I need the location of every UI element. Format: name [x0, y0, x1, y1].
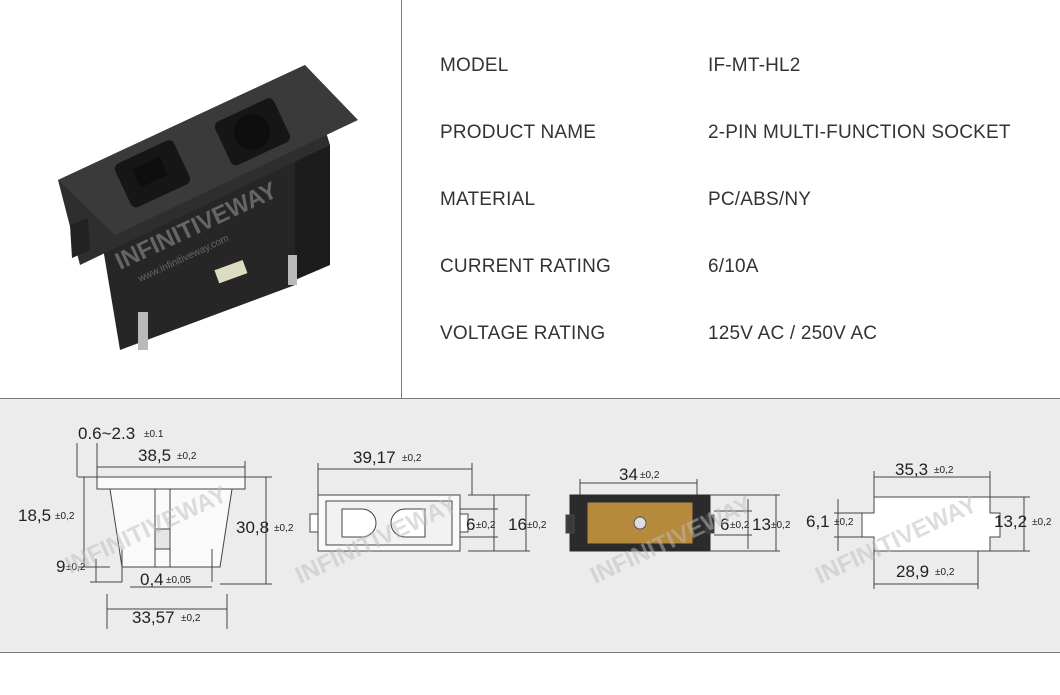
- dim-cutout-width: 35,3: [895, 460, 928, 479]
- spec-label: PRODUCT NAME: [440, 122, 597, 143]
- dim-side-height: 30,8: [236, 518, 269, 537]
- dim-top-height: 16: [508, 515, 527, 534]
- dim-side-pin: 9: [56, 557, 65, 576]
- spec-label: MODEL: [440, 55, 509, 76]
- dim-cutout-base-tol: ±0,2: [935, 567, 955, 578]
- dim-top-height-tol: ±0,2: [527, 520, 547, 531]
- dim-cutout-base: 28,9: [896, 562, 929, 581]
- bottom-view-drawing: [565, 479, 780, 552]
- section-divider: [401, 0, 402, 398]
- dim-top-width: 39,17: [353, 448, 396, 467]
- dim-side-pin-tol: ±0,2: [66, 562, 86, 573]
- spec-value: 2-PIN MULTI-FUNCTION SOCKET: [708, 122, 1011, 143]
- spec-value: IF-MT-HL2: [708, 55, 801, 76]
- dim-bottom-height-tol: ±0,2: [771, 520, 791, 531]
- dim-side-thickness: 0,4: [140, 570, 164, 589]
- dim-bottom-height: 13: [752, 515, 771, 534]
- dim-side-offset: 0.6~2.3: [78, 424, 135, 443]
- dim-cutout-tab-tol: ±0,2: [834, 517, 854, 528]
- dim-side-width-tol: ±0,2: [177, 451, 197, 462]
- spec-label: VOLTAGE RATING: [440, 323, 606, 344]
- dim-top-tab-tol: ±0,2: [476, 520, 496, 531]
- dimension-drawings: 0.6~2.3 ±0.1 38,5 ±0,2 18,5 ±0,2 30,8 ±0…: [18, 424, 1052, 629]
- dim-side-base: 33,57: [132, 608, 175, 627]
- top-view-drawing: [309, 463, 530, 552]
- dim-bottom-tab: 6: [720, 515, 729, 534]
- dim-top-width-tol: ±0,2: [402, 453, 422, 464]
- dim-side-width: 38,5: [138, 446, 171, 465]
- spec-label: MATERIAL: [440, 189, 536, 210]
- dim-cutout-height-tol: ±0,2: [1032, 517, 1052, 528]
- dim-cutout-width-tol: ±0,2: [934, 465, 954, 476]
- spec-label: CURRENT RATING: [440, 256, 611, 277]
- dim-cutout-tab: 6,1: [806, 512, 830, 531]
- dim-side-offset-tol: ±0.1: [144, 429, 164, 440]
- spec-value: PC/ABS/NY: [708, 189, 812, 210]
- dim-side-thickness-tol: ±0,05: [166, 575, 191, 586]
- dim-side-base-tol: ±0,2: [181, 613, 201, 624]
- dim-side-depth-tol: ±0,2: [55, 511, 75, 522]
- dim-top-tab: 6: [466, 515, 475, 534]
- dim-cutout-height: 13,2: [994, 512, 1027, 531]
- dim-side-depth: 18,5: [18, 506, 51, 525]
- product-info-section: INFINITIVEWAY www.infinitiveway.com MODE…: [58, 0, 1011, 398]
- dim-bottom-width: 34: [619, 465, 638, 484]
- dim-side-height-tol: ±0,2: [274, 523, 294, 534]
- dim-bottom-width-tol: ±0,2: [640, 470, 660, 481]
- panel-cutout-drawing: [834, 471, 1030, 589]
- dim-bottom-tab-tol: ±0,2: [730, 520, 750, 531]
- spec-value: 125V AC / 250V AC: [708, 323, 878, 344]
- spec-value: 6/10A: [708, 256, 759, 277]
- product-photo: INFINITIVEWAY www.infinitiveway.com: [58, 65, 358, 350]
- side-view-drawing: [76, 443, 272, 629]
- dimension-drawings-section: 0.6~2.3 ±0.1 38,5 ±0,2 18,5 ±0,2 30,8 ±0…: [0, 398, 1060, 653]
